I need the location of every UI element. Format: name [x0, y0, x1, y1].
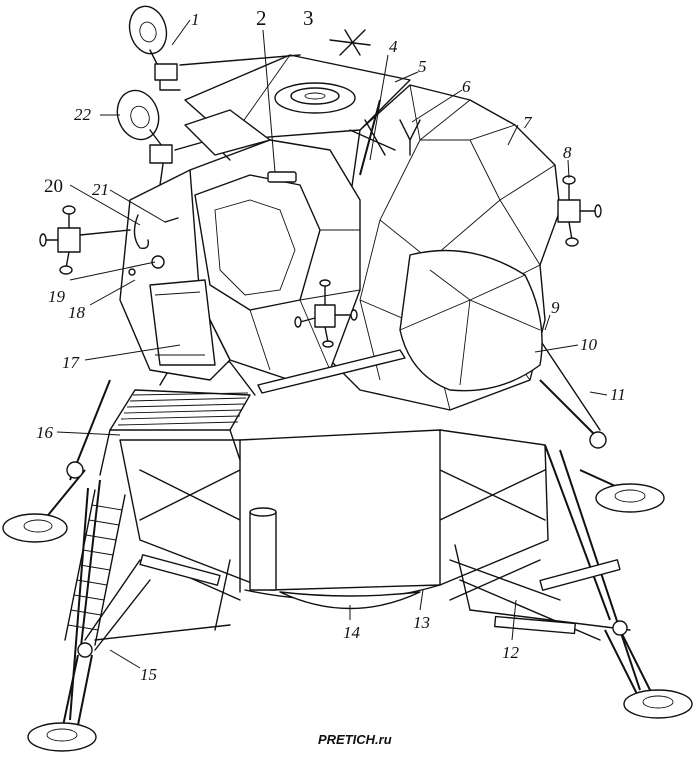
callout-13: 13 [413, 613, 430, 632]
callout-2: 2 [256, 6, 267, 30]
footpad-back-right [623, 689, 693, 719]
callout-3: 3 [303, 6, 314, 30]
rcs-quad-right [557, 175, 602, 247]
callout-16: 16 [36, 423, 54, 442]
callout-9: 9 [551, 298, 560, 317]
callout-11: 11 [610, 385, 626, 404]
callout-12: 12 [502, 643, 520, 662]
footpad-front-left [2, 513, 68, 543]
callout-6: 6 [462, 77, 471, 96]
callout-5: 5 [418, 57, 427, 76]
descent-cylinder [249, 507, 277, 591]
descent-stage [119, 429, 549, 610]
callout-10: 10 [580, 335, 598, 354]
callout-14: 14 [343, 623, 361, 642]
rendezvous-radar-antenna-22 [116, 89, 271, 186]
callout-19: 19 [48, 287, 66, 306]
callout-21: 21 [92, 180, 109, 199]
callout-7: 7 [523, 113, 533, 132]
rcs-quad-front [294, 279, 358, 348]
descent-engine-bell [279, 591, 421, 610]
footpad-front-right [595, 483, 665, 513]
ascent-front-details [128, 214, 179, 276]
steerable-antenna-1 [128, 5, 301, 91]
callout-15: 15 [140, 665, 157, 684]
ladder [64, 489, 126, 646]
callout-labels: 1 2 3 4 5 6 7 8 9 10 11 12 13 14 15 16 1… [36, 6, 626, 684]
landing-legs [2, 339, 693, 752]
rcs-quad-left [39, 205, 131, 275]
footpad-back-left [27, 722, 97, 752]
callout-8: 8 [563, 143, 572, 162]
callout-4: 4 [389, 37, 398, 56]
source-credit: PRETICH.ru [318, 732, 392, 747]
callout-1: 1 [191, 10, 200, 29]
docking-hatch [274, 82, 356, 114]
porch-platform [99, 359, 256, 476]
ascent-stage [119, 29, 561, 411]
callout-20: 20 [44, 176, 63, 197]
vhf-antenna-4 [359, 99, 381, 176]
leader-lines [56, 19, 608, 669]
callout-22: 22 [74, 105, 92, 124]
callout-17: 17 [62, 353, 81, 372]
callout-18: 18 [68, 303, 86, 322]
